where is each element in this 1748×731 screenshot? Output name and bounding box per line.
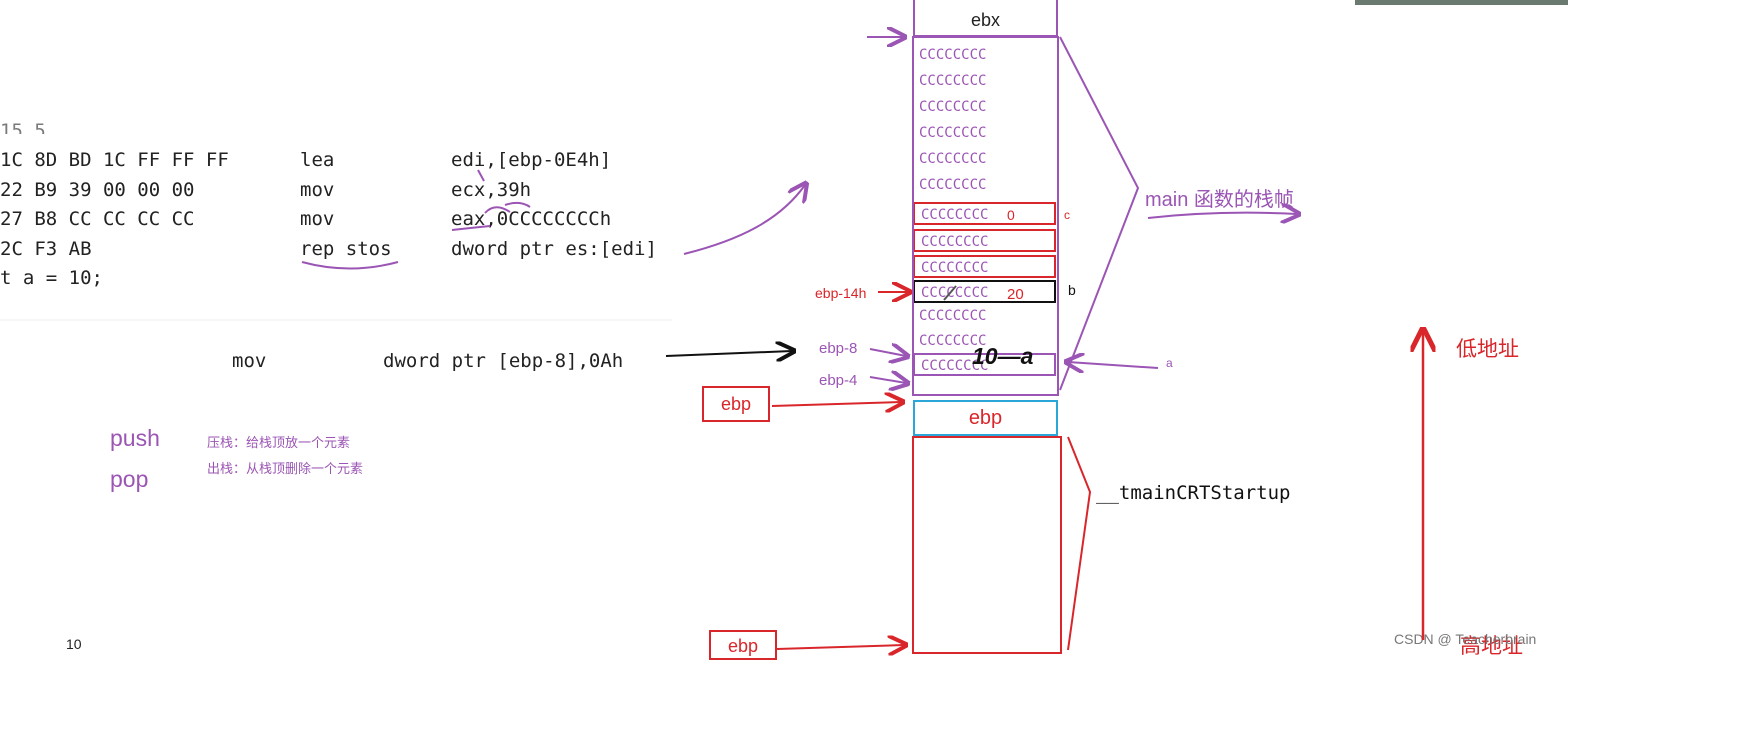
- label-c: c: [1064, 208, 1070, 222]
- asm-row-operand: edi,[ebp-0E4h]: [451, 149, 612, 171]
- main-frame-arrow: [1147, 213, 1297, 218]
- low-address-label: 低地址: [1456, 338, 1519, 361]
- stack-cell: CCCCCCCC: [919, 47, 987, 63]
- asm-row-mnemonic: mov: [300, 208, 335, 230]
- asm-row-operand: dword ptr es:[edi]: [451, 238, 657, 260]
- asm-cut-row: 15 57 push edi: [0, 120, 46, 134]
- stack-cell-saved-ebp: ebp: [913, 400, 1058, 436]
- value-c: 0: [1007, 207, 1015, 223]
- mov-mnemonic: mov: [232, 350, 267, 372]
- push-description: 压栈：给栈顶放一个元素: [207, 435, 351, 450]
- pencil-icon: [943, 285, 957, 301]
- asm-row-mnemonic: mov: [300, 179, 335, 201]
- stack-cell: CCCCCCCC: [919, 99, 987, 115]
- asm-row-bytes: 1C 8D BD 1C FF FF FF: [0, 149, 229, 171]
- stack-cell: CCCCCCCC: [919, 177, 987, 193]
- push-label: push: [110, 425, 160, 451]
- stack-cell-c: CCCCCCCC 0: [913, 202, 1056, 225]
- caller-frame-label: __tmainCRTStartup: [1096, 482, 1291, 504]
- ebp-4-arrow: [869, 377, 906, 383]
- webcam-thumbnail: [1355, 0, 1568, 5]
- asm-row-bytes: 2C F3 AB: [0, 238, 92, 260]
- pop-label: pop: [110, 466, 149, 492]
- high-address-label: 高地址: [1460, 635, 1523, 658]
- label-ebp-8: ebp-8: [819, 340, 858, 357]
- label-ebp-14h: ebp-14h: [815, 285, 867, 301]
- rep-stos-arrow: [683, 185, 805, 255]
- ebp-pointer-box-bottom: ebp: [709, 630, 777, 660]
- mov-arrow: [665, 351, 792, 356]
- pop-description: 出栈：从栈顶删除一个元素: [207, 461, 364, 476]
- asm-row-bytes: 22 B9 39 00 00 00: [0, 179, 195, 201]
- annotation-overlay: [0, 0, 1568, 656]
- label-ebp-4: ebp-4: [819, 372, 858, 389]
- asm-row-bytes: 27 B8 CC CC CC CC: [0, 208, 195, 230]
- caller-frame-brace: [1067, 436, 1092, 651]
- stack-cell: CCCCCCCC: [919, 333, 987, 349]
- label-b: b: [1068, 282, 1076, 298]
- page-number: 10: [66, 636, 82, 652]
- caller-frame-outline: [912, 436, 1062, 654]
- asm-row-mnemonic: lea: [300, 149, 335, 171]
- rep-stos-underline: [301, 261, 399, 270]
- stack-cell: CCCCCCCC: [919, 73, 987, 89]
- csdn-watermark: CSDN @ Teacherbrain: [1394, 631, 1537, 647]
- ebp-box-bottom-arrow: [776, 645, 904, 649]
- asm-row-operand: eax,0CCCCCCCCh: [451, 208, 612, 230]
- value-b: 20: [1007, 286, 1024, 303]
- a-arrow: [1068, 362, 1159, 368]
- edi-tick: [477, 169, 485, 182]
- ecx-underline: [484, 201, 531, 214]
- eax-underline: [451, 225, 491, 231]
- ebp-box-arrow: [771, 402, 901, 406]
- asm-row-mnemonic: rep stos: [300, 238, 392, 260]
- handwritten-a-value: 10—a: [972, 343, 1034, 369]
- label-a: a: [1166, 356, 1173, 370]
- main-frame-brace: [1059, 36, 1140, 391]
- asm-row-operand: ecx,39h: [451, 179, 532, 201]
- stack-cell: CCCCCCCC: [919, 308, 987, 324]
- main-frame-label: main 函数的栈帧: [1145, 189, 1294, 211]
- stack-cell: CCCCCCCC: [919, 125, 987, 141]
- source-line: t a = 10;: [0, 267, 103, 289]
- main-frame-outline: [912, 36, 1059, 396]
- ebp-pointer-box: ebp: [702, 386, 770, 422]
- ebp-8-arrow: [869, 349, 906, 356]
- stack-cell: CCCCCCCC: [919, 151, 987, 167]
- mov-operand: dword ptr [ebp-8],0Ah: [383, 350, 624, 372]
